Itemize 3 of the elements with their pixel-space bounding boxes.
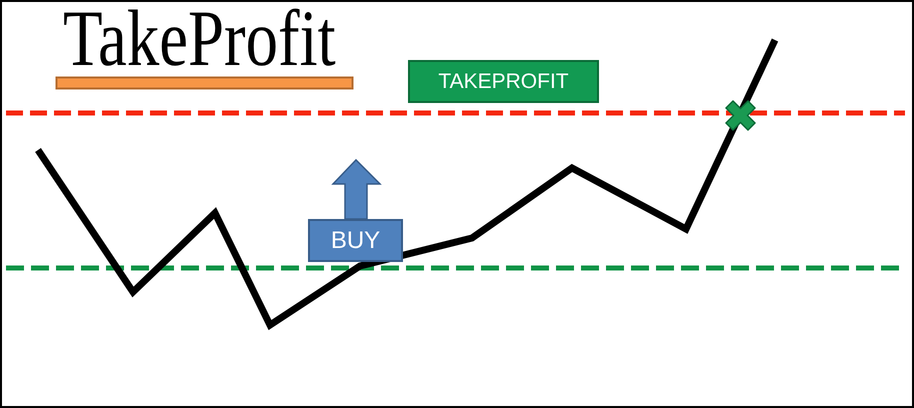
title: TakeProfit — [63, 1, 336, 77]
signal-box: BUY — [308, 219, 403, 262]
level-tag: TAKEPROFIT — [408, 60, 599, 103]
